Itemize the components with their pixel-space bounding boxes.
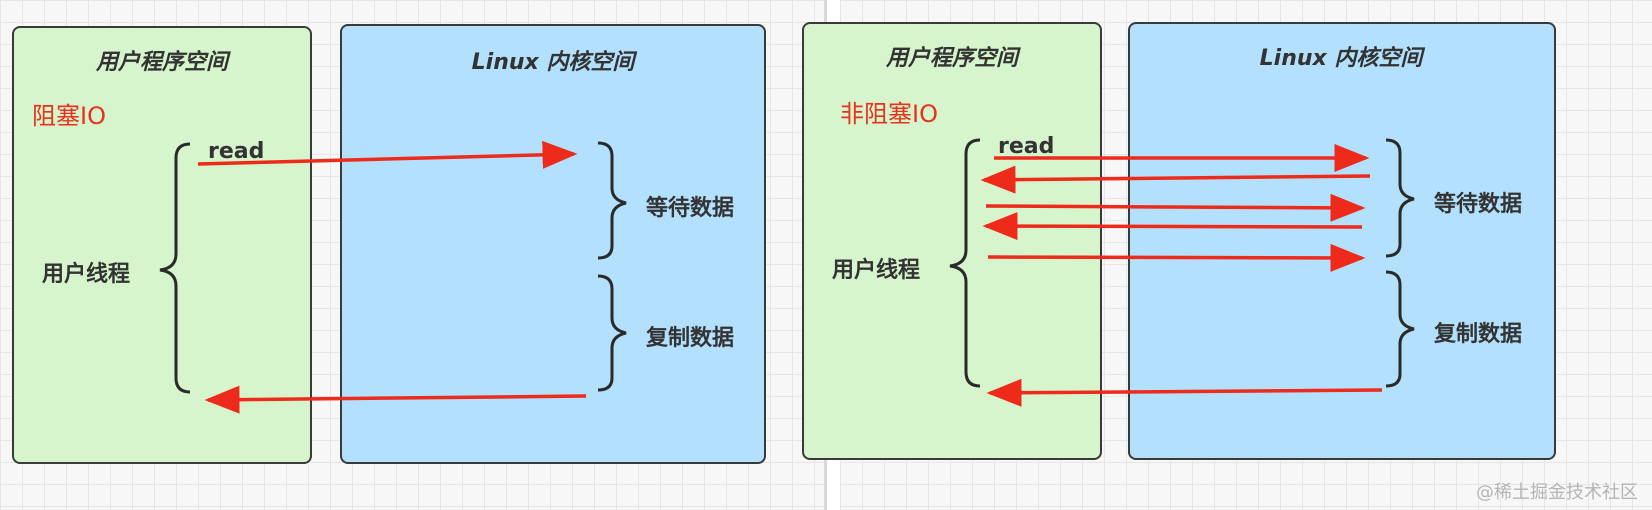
right-read-request-arrow-3 bbox=[987, 243, 1366, 272]
left-io-mode-label: 阻塞IO bbox=[32, 102, 106, 130]
left-wait-data-label: 等待数据 bbox=[646, 196, 735, 221]
watermark: @稀土掘金技术社区 bbox=[1476, 482, 1638, 503]
left-copy-data-label: 复制数据 bbox=[646, 326, 735, 351]
right-not-ready-return-arrow-1 bbox=[980, 165, 1371, 194]
right-copy-data-label: 复制数据 bbox=[1434, 322, 1523, 347]
left-wait-brace bbox=[597, 141, 627, 260]
right-read-label: read bbox=[998, 134, 1055, 159]
left-read-label: read bbox=[208, 139, 265, 164]
right-thread-label: 用户线程 bbox=[832, 258, 921, 283]
right-kernel-space-box bbox=[1128, 22, 1556, 460]
left-kernel-space-box bbox=[340, 24, 766, 464]
left-thread-brace bbox=[159, 142, 191, 394]
right-io-mode-label: 非阻塞IO bbox=[840, 100, 938, 128]
right-wait-brace bbox=[1385, 138, 1415, 258]
left-data-return-arrow bbox=[204, 385, 587, 414]
right-copy-brace bbox=[1385, 270, 1415, 388]
left-kernel-space-title: Linux 内核空间 bbox=[471, 50, 635, 75]
right-kernel-space-title: Linux 内核空间 bbox=[1259, 46, 1423, 71]
left-user-space-title: 用户程序空间 bbox=[95, 50, 229, 75]
right-read-request-arrow-2 bbox=[985, 193, 1366, 222]
right-thread-brace bbox=[949, 138, 981, 388]
left-thread-label: 用户线程 bbox=[42, 262, 131, 287]
right-data-return-arrow bbox=[986, 378, 1383, 407]
left-read-request-arrow bbox=[197, 140, 578, 169]
right-user-space-title: 用户程序空间 bbox=[885, 46, 1019, 71]
left-copy-brace bbox=[597, 274, 627, 392]
right-wait-data-label: 等待数据 bbox=[1434, 192, 1523, 217]
left-user-space-box bbox=[12, 26, 312, 464]
right-user-space-box bbox=[802, 22, 1102, 460]
right-not-ready-return-arrow-2 bbox=[982, 212, 1363, 241]
